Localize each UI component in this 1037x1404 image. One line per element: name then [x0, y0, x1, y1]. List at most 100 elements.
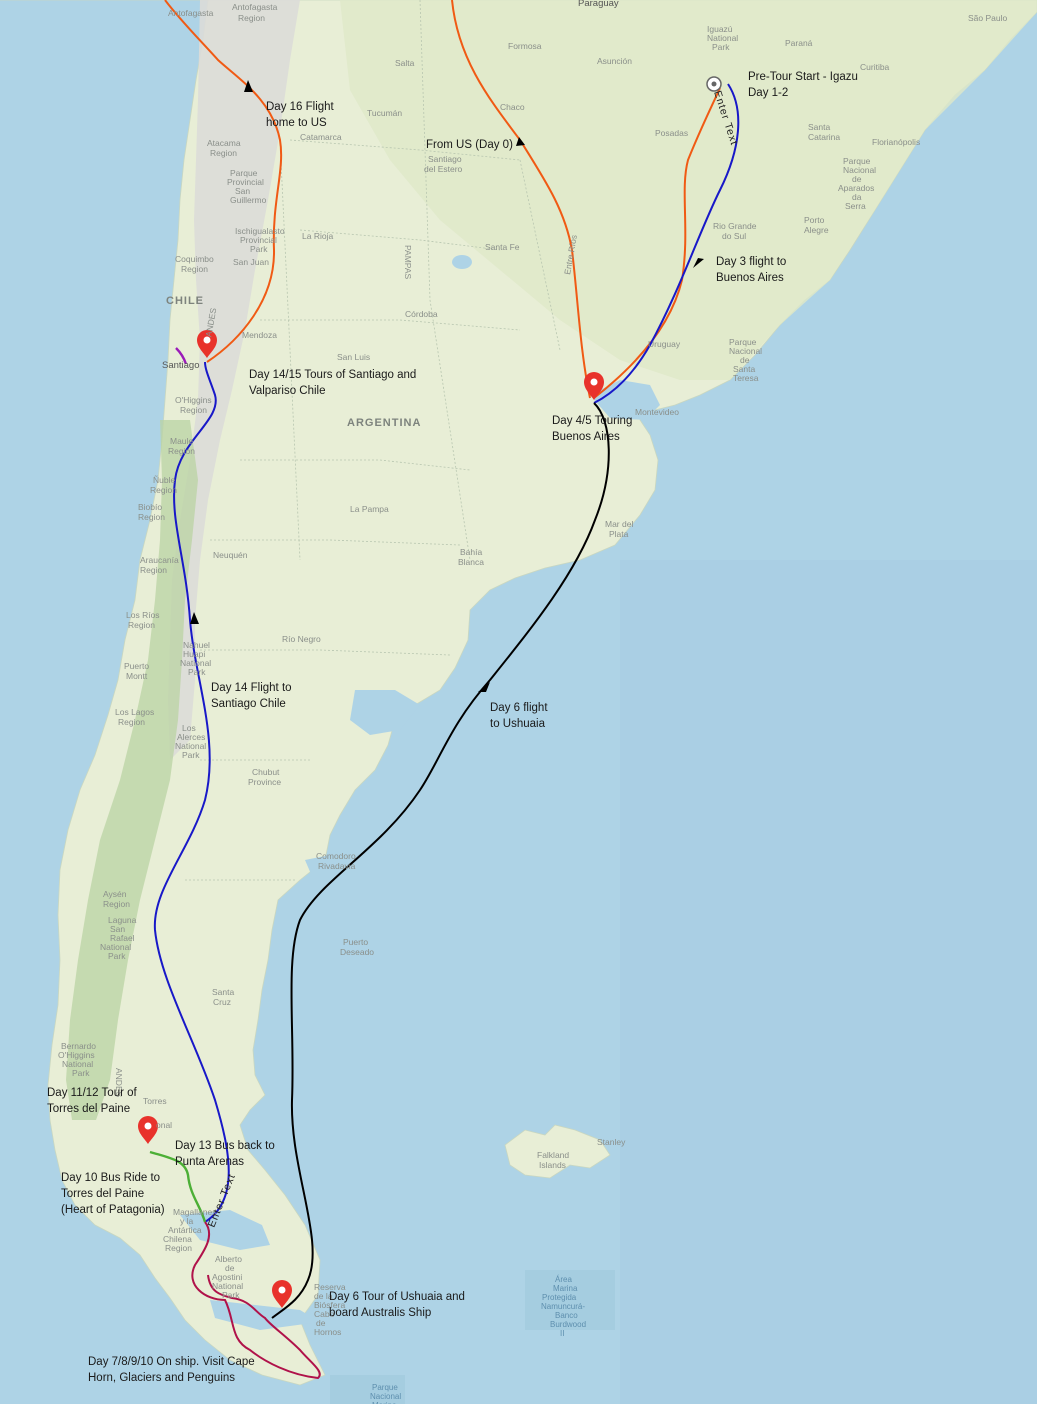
place-argentina: ARGENTINA	[347, 417, 421, 429]
place-nal: onal	[156, 1120, 172, 1130]
place-salta: Salta	[395, 58, 415, 68]
place-formosa: Formosa	[508, 41, 542, 51]
place-curitiba: Curitiba	[860, 62, 890, 72]
rio-de-la-plata	[590, 380, 660, 420]
place-santa-fe: Santa Fe	[485, 242, 520, 252]
place-andes-south: ANDES	[114, 1068, 124, 1098]
magellan-strait	[180, 1210, 270, 1250]
falkland-islands	[504, 1124, 611, 1179]
place-santiago: Santiago	[162, 360, 200, 371]
place-catamarca: Catamarca	[300, 132, 342, 142]
place-pampas: PAMPAS	[403, 245, 413, 279]
place-asuncion: Asunción	[597, 56, 632, 66]
igazu-start-marker[interactable]	[706, 76, 722, 92]
chile-forest	[66, 420, 198, 1120]
golfo-san-jorge	[305, 855, 338, 895]
marine-park-south	[330, 1375, 405, 1404]
place-san-juan: San Juan	[233, 257, 269, 267]
north-plains	[340, 0, 1037, 380]
marine-protected-area	[525, 1270, 615, 1330]
route-igazu-to-ba	[593, 83, 740, 404]
place-la-pampa: La Pampa	[350, 504, 389, 514]
place-uruguay: Uruguay	[648, 339, 681, 349]
route-ba-to-ushuaia	[271, 402, 610, 1319]
arrow-from-us	[516, 137, 525, 146]
arrow-santiago-flight	[190, 612, 199, 624]
place-chaco: Chaco	[500, 102, 525, 112]
route-flight-home	[164, 0, 283, 363]
route-from-us	[451, 0, 591, 399]
place-mendoza: Mendoza	[242, 330, 277, 340]
place-montevideo: Montevideo	[635, 407, 679, 417]
golfo-san-matias	[350, 690, 420, 735]
place-rio-negro: Río Negro	[282, 634, 321, 644]
place-cordoba: Córdoba	[405, 309, 438, 319]
andes-mountains	[168, 0, 300, 760]
place-san-luis: San Luis	[337, 352, 370, 362]
label-from-us[interactable]: From US (Day 0)	[426, 139, 513, 151]
arrow-flight-home	[244, 80, 253, 92]
place-la-rioja: La Rioja	[302, 231, 333, 241]
place-tucuman: Tucumán	[367, 108, 402, 118]
arrow-ba-flight	[693, 258, 704, 268]
deep-ocean	[620, 560, 1037, 1404]
place-stanley: Stanley	[597, 1137, 626, 1147]
place-torres: Torres	[143, 1096, 167, 1106]
place-posadas: Posadas	[655, 128, 688, 138]
route-igazu-orange	[593, 87, 721, 399]
place-paraguay: Paraguay	[578, 0, 619, 9]
place-chile: CHILE	[166, 295, 204, 307]
province-borders	[185, 0, 561, 881]
route-valparaiso	[175, 347, 188, 365]
place-antofagasta: Antofagasta	[168, 8, 214, 18]
place-neuquen: Neuquén	[213, 550, 248, 560]
place-florianopolis: Florianópolis	[872, 137, 920, 147]
route-bus-torres	[149, 1150, 207, 1223]
lake-cordoba	[452, 255, 472, 269]
beagle-channel	[210, 1300, 320, 1330]
